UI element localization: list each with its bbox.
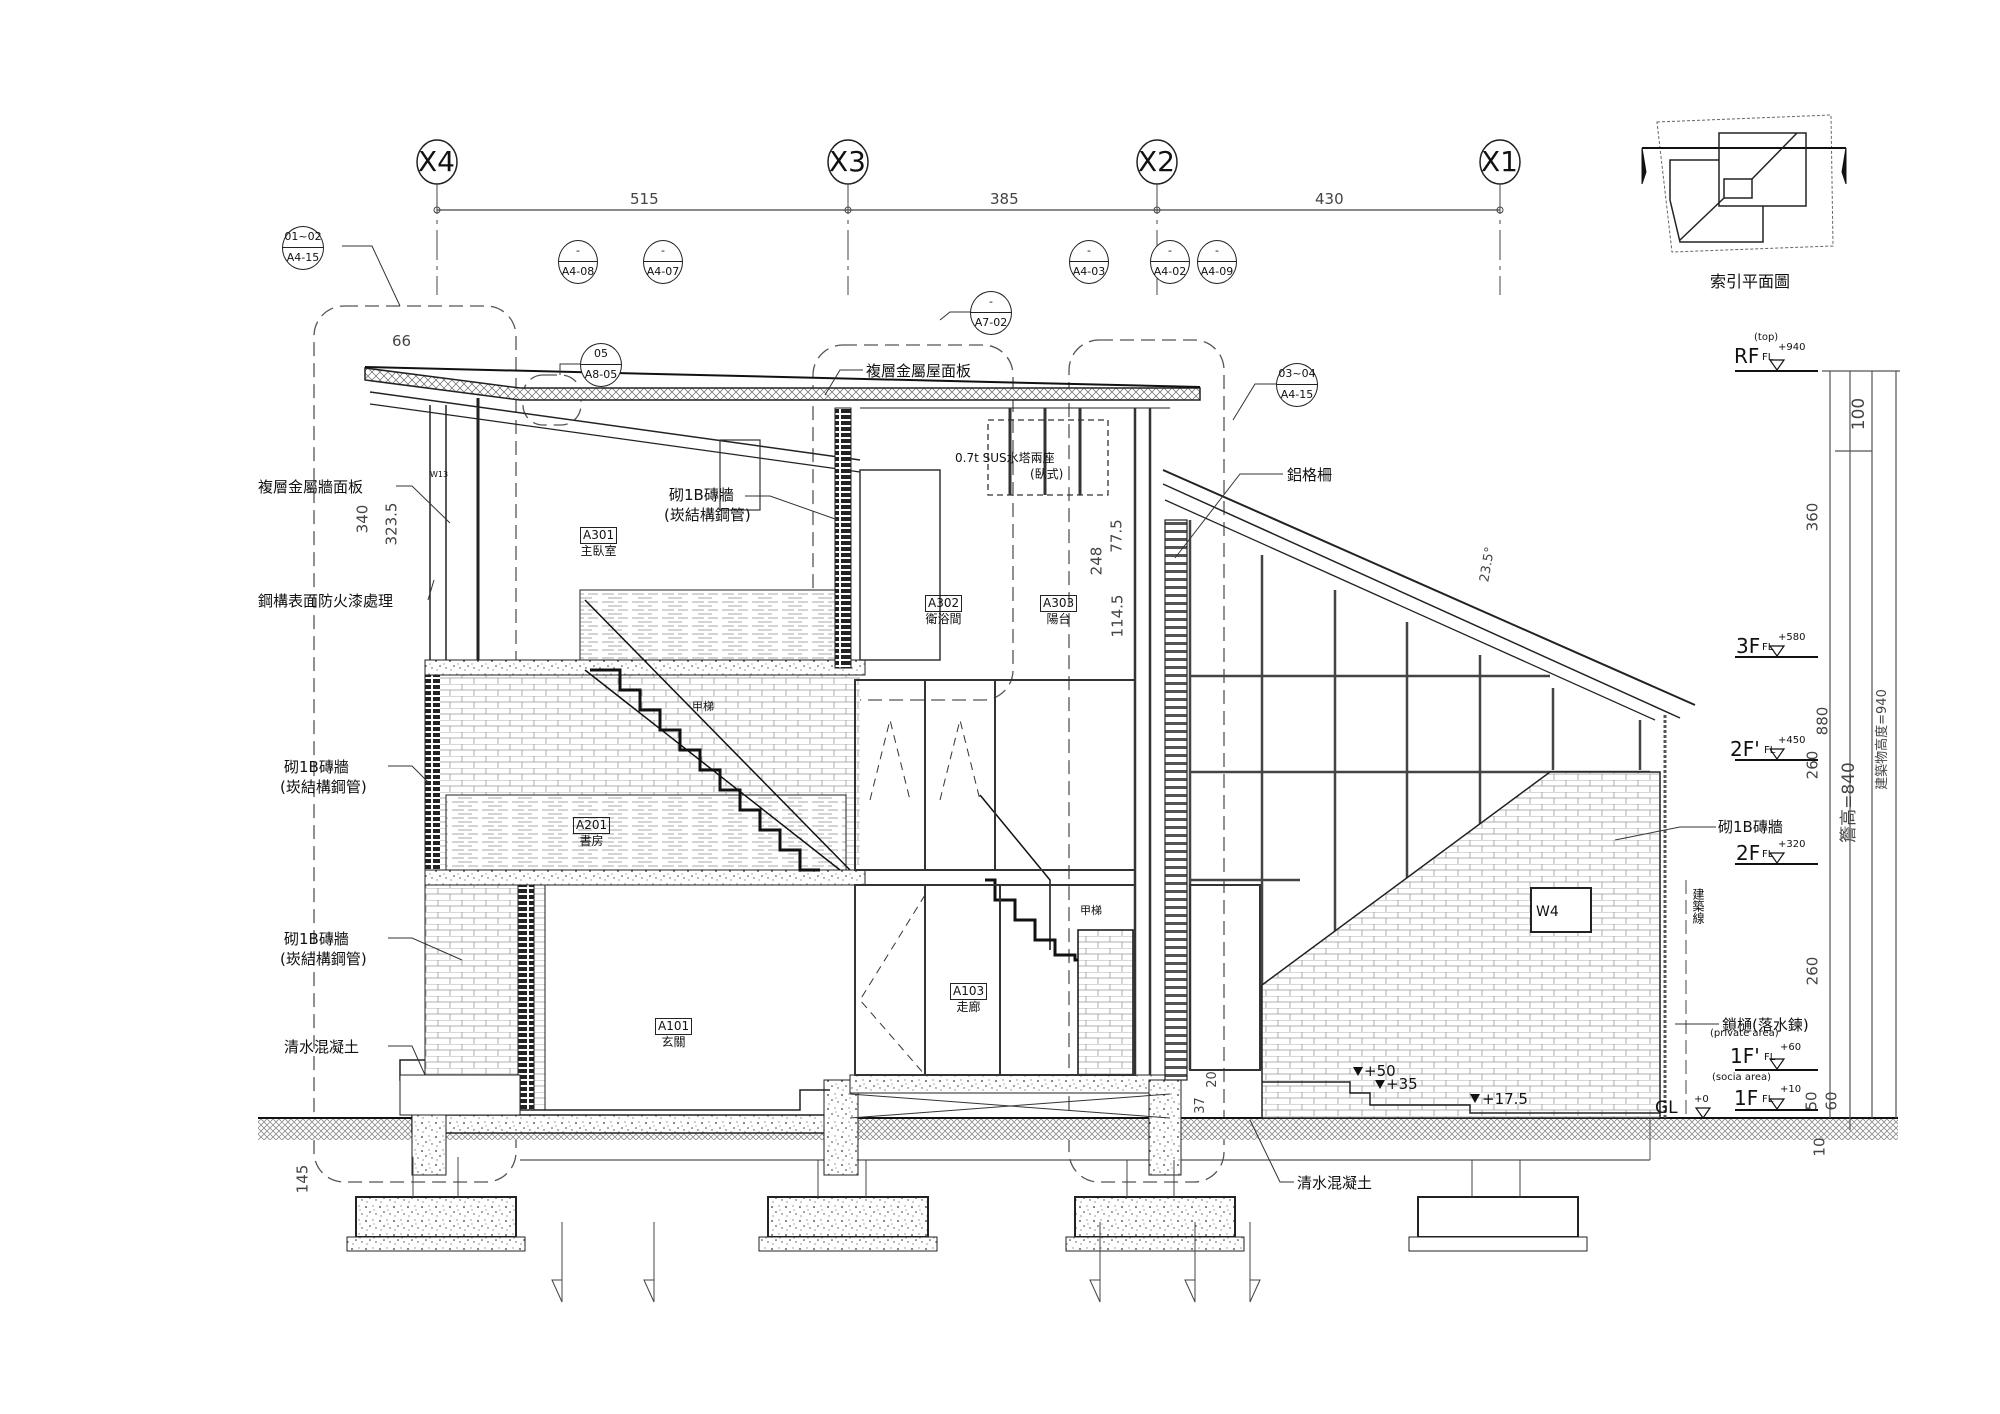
detail-callout[interactable]: 03~04 A4-15 [1276,363,1318,407]
detail-zone-x2 [1068,339,1225,1183]
room-tag: A103 走廊 [950,983,988,1015]
grid-label-x4: X4 [418,145,455,178]
section-marker[interactable]: - A4-07 [643,240,683,284]
vdim: 50 [1802,1091,1821,1111]
ground-line-label: GL [1655,1098,1678,1118]
annotation-brick-wall-note: (崁結構鋼管) [664,506,751,524]
section-marker[interactable]: - A4-08 [558,240,598,284]
section-marker[interactable]: - A4-02 [1150,240,1190,284]
grid-spacing: 430 [1315,190,1344,208]
grid-label-x1: X1 [1481,145,1518,178]
detail-zone-x3 [812,344,1014,701]
spot-level: +35 [1386,1075,1418,1093]
annotation-building-line: 建築線 [1691,888,1705,924]
annotation-brick-wall: 砌1B磚牆 [669,486,734,504]
level-triangles [1694,359,1786,1120]
central-frames [719,408,1261,1081]
grid-axis-x3 [827,139,869,295]
key-plan-title: 索引平面圖 [1710,272,1791,291]
grid-spacing: 385 [990,190,1019,208]
detail-callout[interactable]: - A7-02 [970,291,1012,335]
section-marker[interactable]: - A4-03 [1069,240,1109,284]
annotation-water-tank: 0.7t SUS水塔兩座 [955,451,1055,465]
annotation-brick-wall-note: (崁結構鋼管) [280,778,367,796]
dim-37: 37 [1192,1097,1208,1114]
level-lines [1735,370,1818,1111]
annotation-fireproof: 鋼構表面防火漆處理 [258,592,394,610]
grid-axis-x4 [416,139,458,295]
vdim: 60 [1822,1091,1841,1111]
annotation-stair: 甲梯 [1080,904,1102,917]
section-marker[interactable]: - A4-09 [1197,240,1237,284]
annotation-stair: 甲梯 [692,700,714,713]
room-tag: A303 陽台 [1040,595,1078,627]
dim-114-5: 114.5 [1108,594,1127,638]
room-tag: A201 書房 [573,817,611,849]
spot-level: +17.5 [1482,1090,1528,1108]
level-dimension-lines [1822,370,1900,1130]
annotation-water-tank-type: (臥式) [1030,467,1064,481]
annotation-fair-faced-concrete: 清水混凝土 [284,1038,360,1056]
dim-323-5: 323.5 [382,502,401,546]
dim-20: 20 [1204,1071,1220,1088]
vdim: 360 [1803,502,1822,532]
sloped-glazing-roof [1162,469,1696,1119]
window-tag-w13: W13 [430,470,449,479]
annotation-brick-wall-right: 砌1B磚牆 [1718,818,1783,836]
annotation-fair-faced-concrete: 清水混凝土 [1297,1174,1373,1192]
grid-label-x3: X3 [829,145,866,178]
annotation-brick-wall-note: (崁結構鋼管) [280,950,367,968]
key-plan [1641,114,1847,253]
room-tag: A301 主臥室 [580,527,618,558]
annotation-aluminum-louver: 鋁格柵 [1287,466,1333,484]
dim-77-5: 77.5 [1107,519,1126,553]
room-tag: A101 玄關 [655,1018,693,1050]
window-tag-w4: W4 [1536,904,1559,920]
annotation-roof-panel: 複層金屬屋面板 [866,362,972,380]
spot-level: +0 [1694,1094,1709,1105]
vdim: 100 [1849,397,1870,431]
vdim: 260 [1803,750,1822,780]
roof [364,366,1201,473]
leader-lines [342,245,1719,1183]
detail-callout[interactable]: 05 A8-05 [580,343,622,387]
annotation-brick-wall: 砌1B磚牆 [284,758,349,776]
stairs [584,599,1134,1076]
steps-outline [1262,1081,1660,1114]
annotation-wall-panel: 複層金屬牆面板 [258,478,364,496]
vdim: 880 [1813,706,1832,736]
grid-axis-x1 [1479,139,1521,295]
spot-level-markers [1353,1067,1480,1103]
building-height: 建築物高度=940 [1874,689,1890,790]
foundations [346,1074,1588,1303]
grid-label-x2: X2 [1138,145,1175,178]
dim-248: 248 [1087,546,1106,576]
left-structure [399,398,866,1116]
annotation-rain-chain: 鎖樋(落水鍊) [1722,1016,1809,1034]
spot-level: +50 [1364,1062,1396,1080]
dim-340: 340 [353,504,372,534]
grid-spacing: 515 [630,190,659,208]
room-tag: A302 衛浴間 [925,595,963,626]
annotation-brick-wall: 砌1B磚牆 [284,930,349,948]
detail-callout[interactable]: 01~02 A4-15 [282,226,324,270]
dim-145: 145 [293,1164,312,1194]
vdim: 10 [1810,1137,1829,1157]
dim-66: 66 [392,332,412,350]
vdim: 260 [1803,956,1822,986]
eave-height: 簷高=840 [1838,762,1859,843]
